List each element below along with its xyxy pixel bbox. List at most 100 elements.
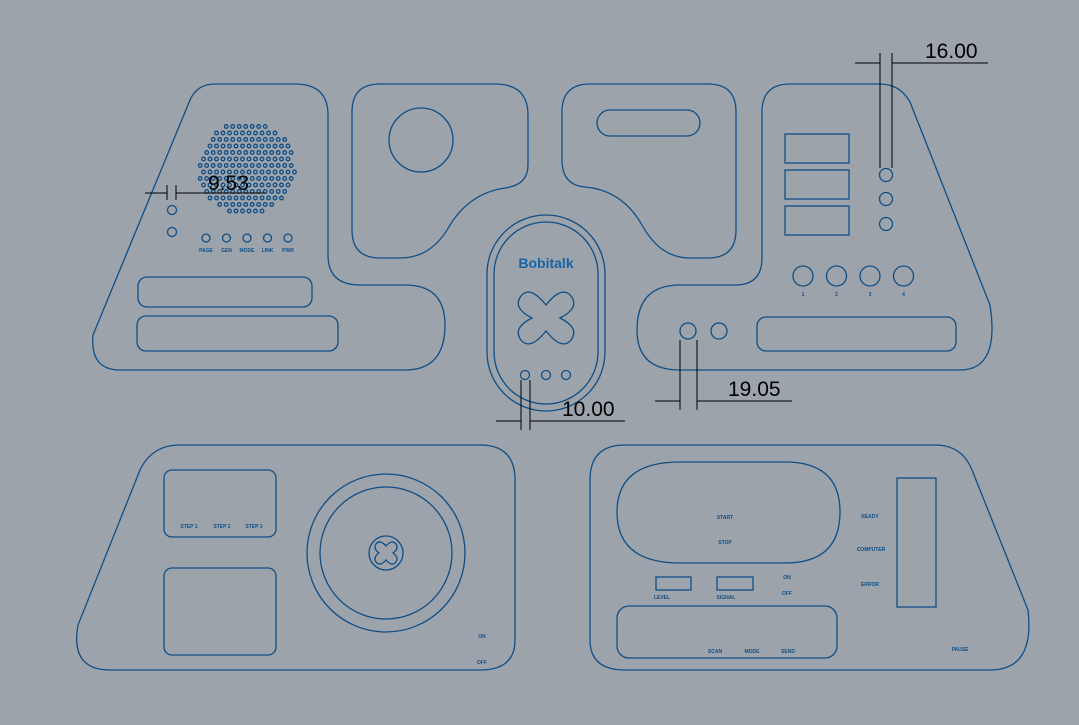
- dimension-label: 10.00: [562, 398, 615, 421]
- grille-hole: [240, 156, 245, 162]
- indicator-hole: [166, 226, 178, 238]
- step-1-label: STEP 1: [180, 524, 197, 530]
- panel-bottom-right: START STOP LEVEL SIGNAL ON OFF READY COM…: [589, 444, 1030, 671]
- grille-hole: [201, 182, 206, 188]
- grille-hole: [259, 195, 265, 201]
- grille-hole: [230, 163, 236, 168]
- grille-hole: [240, 169, 245, 175]
- grille-hole: [201, 156, 206, 162]
- grille-hole: [256, 137, 262, 142]
- grille-hole: [207, 143, 213, 149]
- grille-hole: [217, 176, 223, 181]
- grille-hole: [223, 163, 229, 168]
- step-3-label: STEP 3: [245, 524, 262, 530]
- button-label: 2: [835, 292, 838, 298]
- grille-hole: [220, 143, 226, 149]
- grille-hole: [207, 182, 213, 188]
- display-slot: [136, 315, 339, 352]
- grille-hole: [230, 150, 236, 155]
- grille-hole: [236, 163, 242, 168]
- grille-hole: [197, 176, 203, 181]
- grille-hole: [223, 202, 229, 207]
- grille-hole: [233, 156, 239, 162]
- grille-hole: [236, 176, 242, 181]
- brand-logo-text: Bobitalk: [518, 255, 573, 271]
- signal-label: SIGNAL: [717, 595, 736, 601]
- step-2-label: STEP 2: [213, 524, 230, 530]
- grille-hole: [230, 124, 236, 129]
- grille-hole: [236, 150, 242, 155]
- led-label: LINK: [262, 248, 274, 254]
- grille-hole: [214, 156, 219, 162]
- grille-hole: [262, 137, 268, 142]
- led-label: PAGE: [199, 248, 213, 254]
- on-label: ON: [478, 634, 486, 640]
- grille-hole: [282, 176, 288, 181]
- grille-hole: [292, 169, 297, 175]
- grille-hole: [253, 169, 258, 175]
- clover-logo-icon: [517, 291, 575, 345]
- grille-hole: [227, 169, 232, 175]
- dimension-19-05: 19.05: [655, 340, 792, 410]
- grille-hole: [243, 202, 249, 207]
- grille-hole: [249, 163, 255, 168]
- grille-hole: [223, 150, 229, 155]
- grille-hole: [272, 130, 278, 136]
- grille-hole: [275, 150, 281, 155]
- grille-hole: [236, 202, 242, 207]
- grille-hole: [201, 169, 206, 175]
- grille-hole: [210, 150, 216, 155]
- grille-hole: [279, 143, 284, 149]
- grille-hole: [249, 124, 255, 129]
- grille-hole: [246, 208, 252, 214]
- grille-hole: [233, 130, 239, 136]
- grille-hole: [266, 169, 271, 175]
- grille-hole: [220, 156, 226, 162]
- grille-hole: [233, 143, 239, 149]
- grille-hole: [253, 195, 258, 201]
- grille-hole: [236, 124, 242, 129]
- grille-hole: [285, 169, 291, 175]
- dimension-label: 9.53: [208, 172, 249, 195]
- grille-hole: [253, 208, 258, 214]
- grille-hole: [217, 202, 223, 207]
- button-label: 4: [902, 292, 905, 298]
- grille-hole: [262, 202, 268, 207]
- pause-label: PAUSE: [952, 647, 970, 653]
- grille-hole: [220, 195, 226, 201]
- grille-hole: [243, 124, 249, 129]
- dimension-10-00: 10.00: [496, 380, 625, 430]
- error-label: ERROR: [861, 582, 879, 588]
- grille-hole: [240, 195, 245, 201]
- scan-label: SCAN: [708, 649, 723, 655]
- grille-hole: [214, 182, 219, 188]
- grille-hole: [227, 195, 232, 201]
- grille-hole: [197, 163, 203, 168]
- grille-hole: [220, 169, 226, 175]
- led-label: GEN: [221, 248, 232, 254]
- grille-hole: [282, 189, 288, 194]
- grille-hole: [214, 130, 219, 136]
- grille-hole: [259, 130, 265, 136]
- grille-hole: [217, 163, 223, 168]
- grille-hole: [275, 189, 281, 194]
- led-hole: [262, 233, 273, 243]
- button-hole: [892, 265, 915, 287]
- grille-hole: [220, 130, 226, 136]
- grille-hole: [227, 130, 232, 136]
- grille-hole: [227, 208, 232, 214]
- grille-hole: [249, 202, 255, 207]
- grille-hole: [233, 169, 239, 175]
- grille-hole: [272, 182, 278, 188]
- grille-hole: [240, 208, 245, 214]
- grille-hole: [253, 143, 258, 149]
- panel-bottom-left: STEP 1 STEP 2 STEP 3 ON OFF: [76, 444, 516, 671]
- grille-hole: [256, 124, 262, 129]
- panel-top-center-left: [351, 83, 529, 259]
- grille-hole: [246, 182, 252, 188]
- grille-hole: [285, 182, 291, 188]
- grille-hole: [269, 176, 275, 181]
- grille-hole: [227, 143, 232, 149]
